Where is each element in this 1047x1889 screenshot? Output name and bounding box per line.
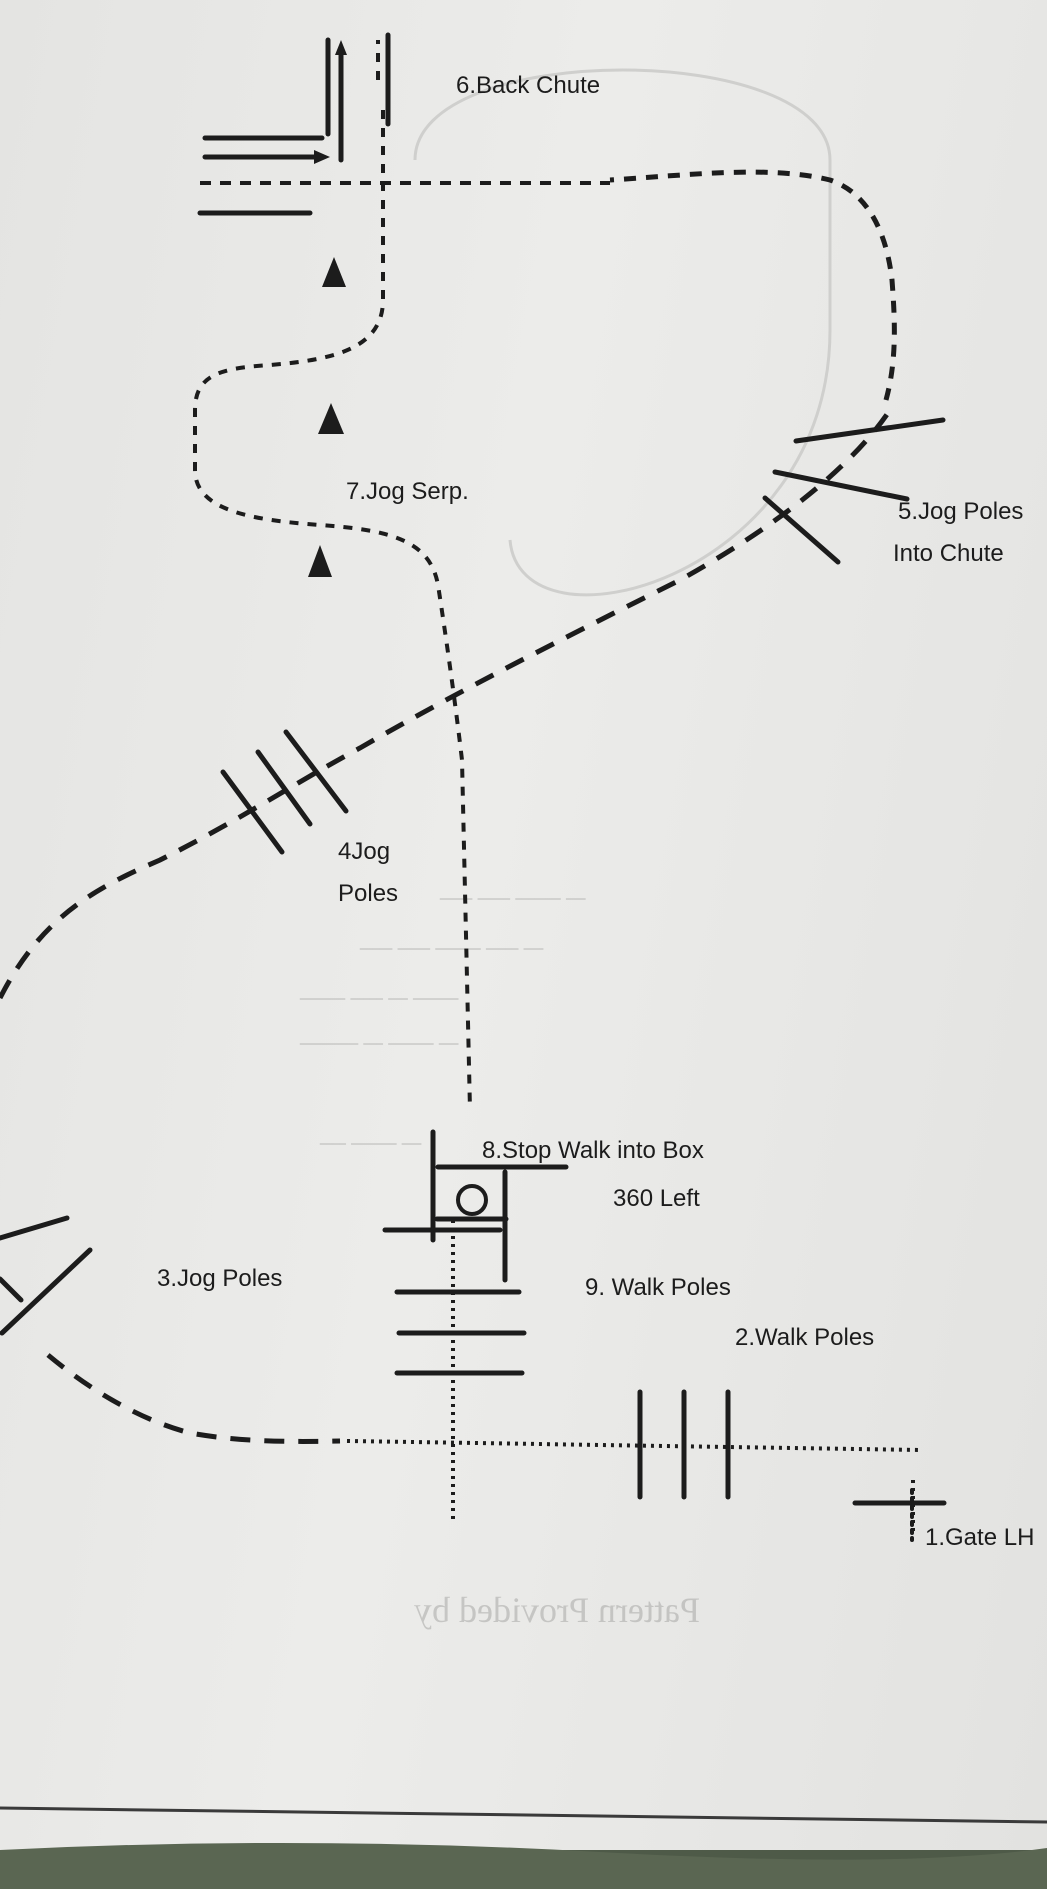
walk-poles-9 (394, 1289, 527, 1376)
jog-poles-4-label-1: 4Jog (338, 838, 390, 865)
walk-into-box (382, 1129, 569, 1283)
center-circle-icon (456, 1184, 488, 1216)
back-chute-label: 6.Back Chute (456, 72, 600, 99)
walk-poles-9-label: 9. Walk Poles (585, 1274, 731, 1301)
svg-text:ـــــــ ـــ ـــــ ـــــــ: ـــــــ ـــ ـــــ ـــــــ (299, 980, 459, 1005)
svg-text:ـــ ـــــ ـــــــ ـــــ ـــــ: ـــ ـــــ ـــــــ ـــــ ـــــ (359, 930, 544, 955)
bleed-through-text: ـــ ـــــــ ـــــ ـــــ ـــ ـــــ ــــــ… (299, 880, 586, 1150)
ghost-bleed-text: Pattern Provided by (414, 1590, 700, 1630)
svg-text:ـــ ـــــــ ــــ: ـــ ـــــــ ــــ (319, 1125, 422, 1150)
jog-poles-4-label-2: Poles (338, 880, 398, 907)
back-right-arrow-icon (314, 150, 330, 164)
jog-poles-into-chute (762, 417, 946, 565)
jog-poles-3-label: 3.Jog Poles (157, 1265, 282, 1292)
page-bottom-edge (0, 1806, 1047, 1824)
jog-poles-3 (0, 1215, 93, 1336)
back-up-arrow-icon (335, 40, 347, 55)
gate-label: 1.Gate LH (925, 1524, 1034, 1551)
walk-poles-2-label: 2.Walk Poles (735, 1324, 874, 1351)
back-chute (197, 32, 391, 216)
stop-walk-box-label: 8.Stop Walk into Box (482, 1137, 704, 1164)
cone-icon (308, 545, 332, 577)
course-path (0, 40, 921, 1535)
svg-text:ـــ ـــــــ ـــ ـــــــــ: ـــ ـــــــ ـــ ـــــــــ (299, 1025, 459, 1050)
cone-icon (322, 257, 346, 287)
stop-walk-box-detail: 360 Left (613, 1185, 700, 1212)
cone-icon (318, 403, 344, 434)
jog-poles-chute-label-1: 5.Jog Poles (898, 498, 1023, 525)
svg-text:ـــ ـــــــ ـــــ ـــــ: ـــ ـــــــ ـــــ ـــــ (439, 880, 586, 905)
jog-serpentine-label: 7.Jog Serp. (346, 478, 469, 505)
jog-poles-chute-label-2: Into Chute (893, 540, 1004, 567)
arena-outline (413, 68, 832, 597)
